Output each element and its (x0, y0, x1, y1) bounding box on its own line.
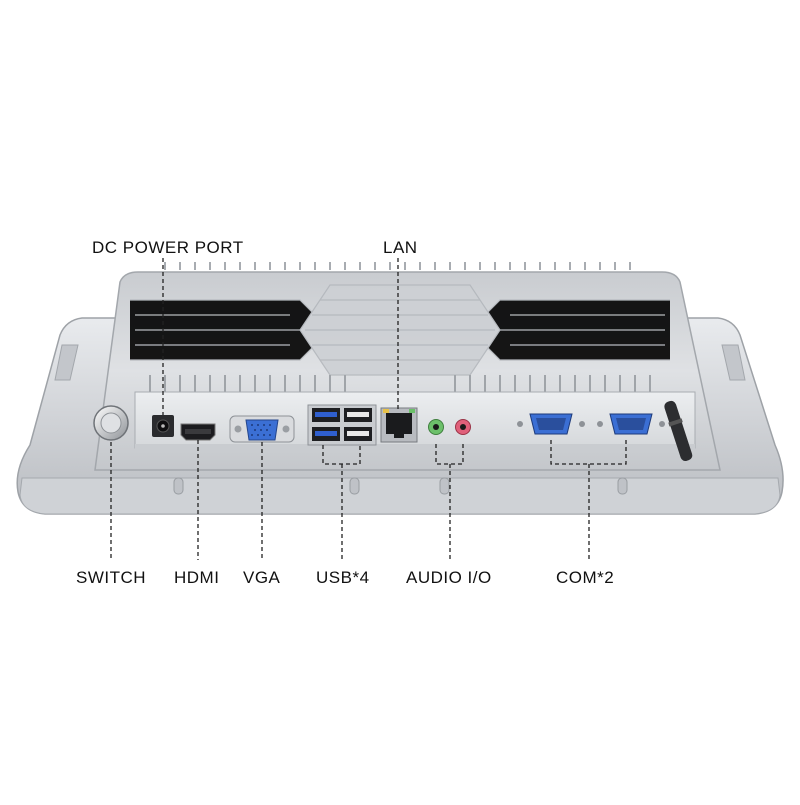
heatsink-pattern (130, 284, 670, 376)
label-lan: LAN (383, 238, 418, 257)
label-hdmi: HDMI (174, 568, 220, 587)
hdmi-port (180, 423, 216, 441)
dc-power-jack (152, 415, 174, 437)
leader-lines (110, 258, 627, 560)
power-switch (93, 405, 129, 441)
label-switch: SWITCH (76, 568, 147, 587)
audio-jacks (428, 419, 471, 435)
antenna (664, 400, 693, 461)
usb-ports (307, 404, 377, 446)
com-ports (517, 413, 665, 435)
label-dc-power-port: DC POWER PORT (92, 238, 244, 257)
vga-port (229, 415, 295, 443)
label-audio-io: AUDIO I/O (406, 568, 492, 587)
label-vga: VGA (243, 568, 281, 587)
label-com: COM*2 (556, 568, 615, 587)
mounting-slots (173, 477, 628, 495)
label-usb: USB*4 (316, 568, 370, 587)
lan-port (380, 407, 418, 443)
heatsink-fins (164, 262, 631, 270)
